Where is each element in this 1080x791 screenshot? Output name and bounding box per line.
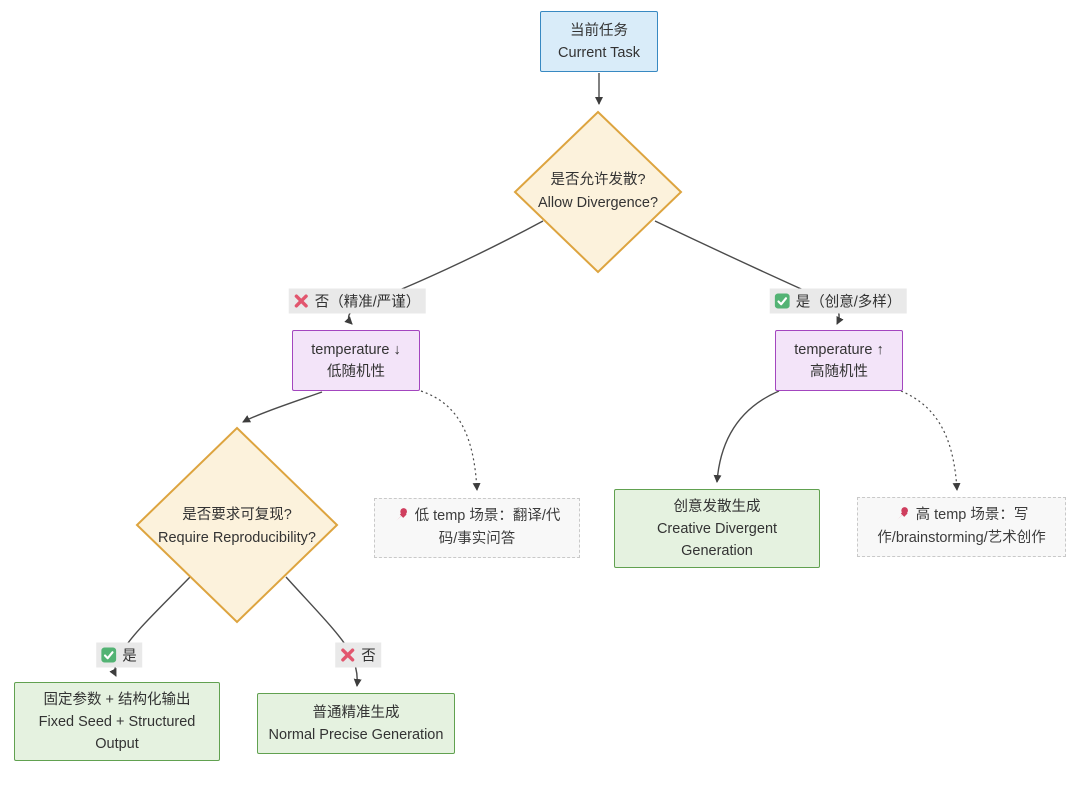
- node-normal-generation-en: Normal Precise Generation: [268, 726, 444, 743]
- node-temperature-down-line2: 低随机性: [327, 363, 385, 380]
- edge-tempdown-to-repro: [242, 391, 323, 423]
- x-icon: [294, 294, 308, 308]
- pin-icon: [896, 507, 908, 520]
- node-temperature-down: temperature ↓ 低随机性: [292, 330, 420, 391]
- node-fixed-seed: 固定参数 + 结构化输出 Fixed Seed + Structured Out…: [14, 682, 220, 761]
- node-creative-generation-zh: 创意发散生成: [673, 498, 761, 515]
- node-temperature-up-line1: temperature ↑: [794, 341, 884, 358]
- x-icon: [341, 648, 355, 662]
- decision-require-reproducibility-zh: 是否要求可复现?: [182, 507, 292, 523]
- edge-label-yes: 是: [96, 642, 142, 668]
- decision-allow-divergence-zh: 是否允许发散?: [550, 172, 646, 188]
- check-icon: [101, 647, 117, 663]
- edge-repro-no-to-normal: [285, 576, 362, 687]
- edge-label-no: 否: [335, 642, 381, 668]
- node-fixed-seed-zh: 固定参数 + 结构化输出: [43, 691, 191, 708]
- edge-tempdown-to-lownote: [420, 390, 481, 491]
- node-temperature-up: temperature ↑ 高随机性: [775, 330, 903, 391]
- node-normal-generation: 普通精准生成 Normal Precise Generation: [257, 693, 455, 754]
- node-current-task-zh: 当前任务: [570, 22, 628, 39]
- node-current-task-en: Current Task: [558, 44, 640, 61]
- note-high-temp-text: 高 temp 场景：写作/brainstorming/艺术创作: [877, 507, 1046, 546]
- node-temperature-down-line1: temperature ↓: [311, 341, 401, 358]
- note-low-temp-text: 低 temp 场景：翻译/代码/事实问答: [414, 508, 561, 547]
- node-creative-generation-en: Creative Divergent Generation: [656, 520, 778, 559]
- edge-label-yes-creative: 是（创意/多样）: [769, 288, 907, 314]
- edge-label-no-text: 否: [361, 648, 376, 665]
- node-fixed-seed-en: Fixed Seed + Structured Output: [38, 713, 196, 752]
- decision-allow-divergence-label: 是否允许发散? Allow Divergence?: [538, 169, 658, 215]
- node-current-task: 当前任务 Current Task: [540, 11, 658, 72]
- node-normal-generation-zh: 普通精准生成: [312, 704, 400, 721]
- edge-label-no-precise-text: 否（精准/严谨）: [314, 294, 421, 311]
- node-creative-generation: 创意发散生成 Creative Divergent Generation: [614, 489, 820, 568]
- note-high-temp: 高 temp 场景：写作/brainstorming/艺术创作: [857, 497, 1066, 557]
- decision-require-reproducibility-shape: [135, 426, 339, 624]
- note-low-temp: 低 temp 场景：翻译/代码/事实问答: [374, 498, 580, 558]
- edge-tempup-to-creative: [713, 390, 780, 483]
- decision-require-reproducibility-label: 是否要求可复现? Require Reproducibility?: [158, 504, 316, 550]
- edge-label-no-precise: 否（精准/严谨）: [288, 288, 426, 314]
- edge-tempup-to-highnote: [900, 390, 961, 491]
- edge-label-yes-creative-text: 是（创意/多样）: [795, 294, 902, 311]
- edge-label-yes-text: 是: [122, 648, 137, 665]
- node-temperature-up-line2: 高随机性: [810, 363, 868, 380]
- check-icon: [774, 293, 790, 309]
- decision-require-reproducibility-en: Require Reproducibility?: [158, 530, 316, 546]
- decision-allow-divergence-en: Allow Divergence?: [537, 195, 659, 211]
- decision-allow-divergence-shape: [513, 110, 683, 274]
- pin-icon: [395, 508, 407, 521]
